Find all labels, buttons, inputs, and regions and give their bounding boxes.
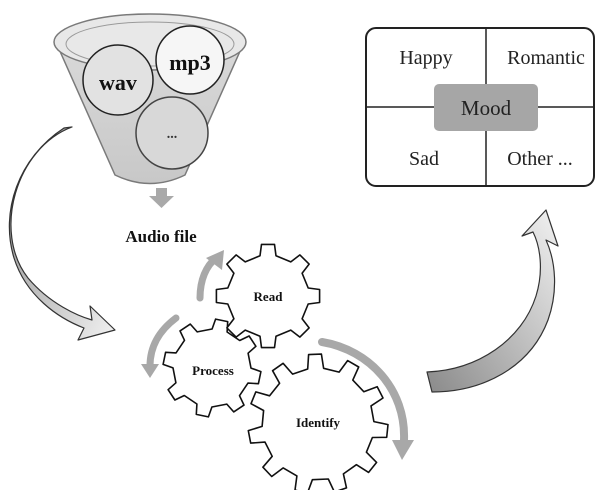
format-circle-mp3 [155,25,225,95]
gear-read-label: Read [254,289,284,304]
mood-happy-label: Happy [399,47,452,69]
format-wav-label: wav [99,70,137,95]
format-more-label: ... [167,127,178,142]
gear-process-label: Process [192,363,234,378]
gear-read-icon [215,243,321,349]
mood-center-label: Mood [461,96,512,120]
arrowhead-down-right-icon [392,440,414,460]
funnel: wav mp3 ... [53,13,247,208]
gear-rotation-arrows [141,250,414,460]
gear-identify-label: Identify [296,415,341,430]
mood-other-label: Other ... [507,148,573,170]
format-circle-more [135,96,209,170]
curved-arrow-right-icon [426,209,559,393]
arrowhead-up-icon [206,250,224,270]
curved-arrow-left-icon [8,126,116,341]
gears [162,243,389,490]
audio-file-label: Audio file [125,227,197,246]
format-mp3-label: mp3 [169,50,211,75]
mood-box: Mood Happy Romantic Sad Other ... [365,27,595,187]
mood-center-box [434,84,538,131]
arrowhead-down-icon [141,364,159,378]
mood-romantic-label: Romantic [507,47,585,69]
mood-sad-label: Sad [409,148,439,170]
gear-identify-icon [247,353,389,490]
format-circle-wav [82,44,154,116]
down-arrow-icon [149,188,174,208]
